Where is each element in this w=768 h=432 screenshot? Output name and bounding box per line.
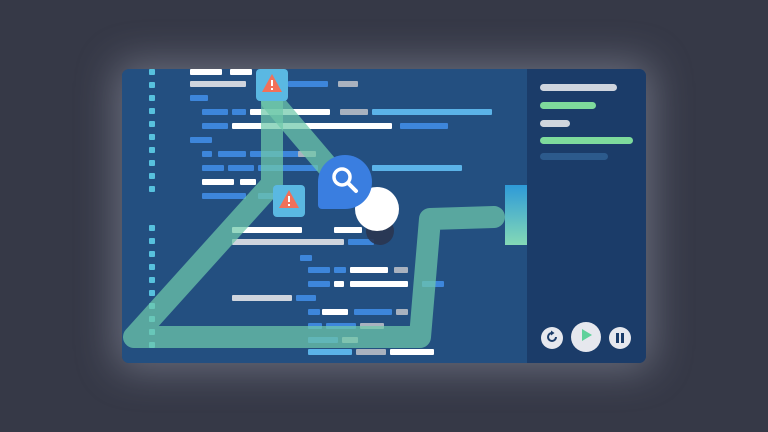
code-editor-pane xyxy=(122,69,527,363)
replay-button[interactable] xyxy=(541,327,563,349)
warning-icon xyxy=(278,189,300,213)
output-line xyxy=(540,153,608,160)
output-line xyxy=(540,102,596,109)
warning-icon xyxy=(261,73,283,97)
search-button[interactable] xyxy=(318,155,372,209)
pane-splitter-handle[interactable] xyxy=(505,185,527,245)
disc-shadow xyxy=(366,195,413,248)
output-line xyxy=(540,84,617,91)
search-icon xyxy=(330,165,360,199)
play-button[interactable] xyxy=(571,322,601,352)
output-line xyxy=(540,120,570,127)
warning-marker-top[interactable] xyxy=(256,69,288,101)
warning-marker-middle[interactable] xyxy=(273,185,305,217)
output-line xyxy=(540,137,633,144)
app-window xyxy=(122,69,646,363)
output-side-pane xyxy=(527,69,646,363)
play-icon xyxy=(578,327,594,347)
refresh-icon xyxy=(545,329,559,348)
pause-icon xyxy=(614,329,626,348)
pause-button[interactable] xyxy=(609,327,631,349)
